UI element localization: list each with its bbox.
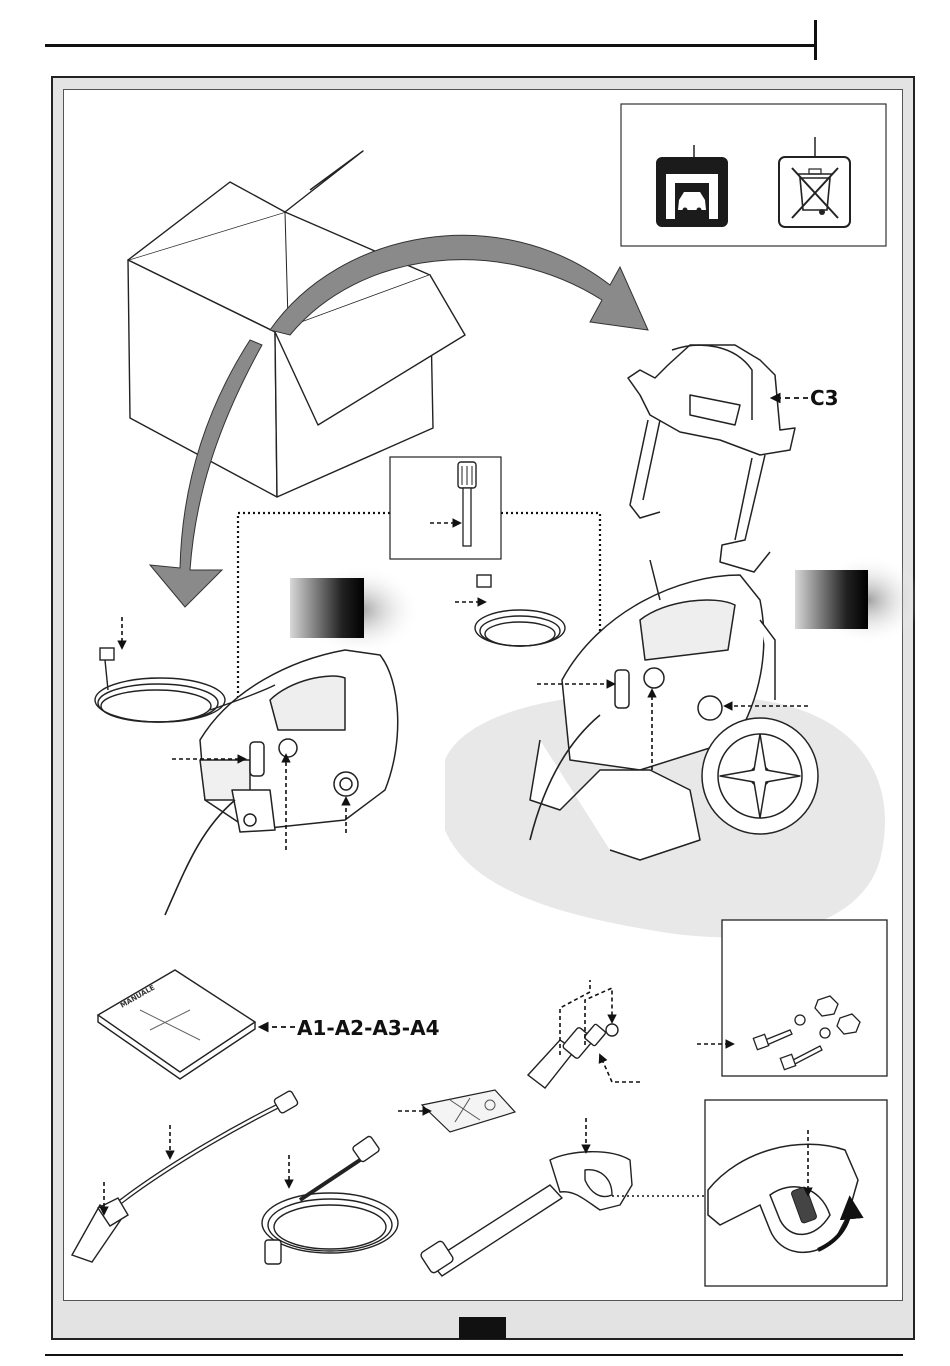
manual-callout: A1-A2-A3-A4 [297,1016,439,1040]
trigger-detail-box [705,1100,887,1286]
spray-lance [72,1090,299,1262]
hose-left [165,800,235,915]
color-swatch-left [290,565,420,655]
screws-box [722,920,887,1076]
color-swatch-right [795,555,923,645]
power-cord-right [475,575,565,646]
trolley-handle [628,345,795,572]
weee-disposal-icon [779,157,850,227]
hose-connector [528,1024,618,1088]
small-parts-bag [422,1090,515,1132]
spray-gun [420,1152,632,1276]
trolley-handle-callout: C3 [810,386,839,410]
instruction-manual: MANUALE [98,970,255,1079]
garage-storage-icon [656,157,728,227]
lance-detail-box [390,457,501,559]
high-pressure-hose [262,1135,398,1264]
